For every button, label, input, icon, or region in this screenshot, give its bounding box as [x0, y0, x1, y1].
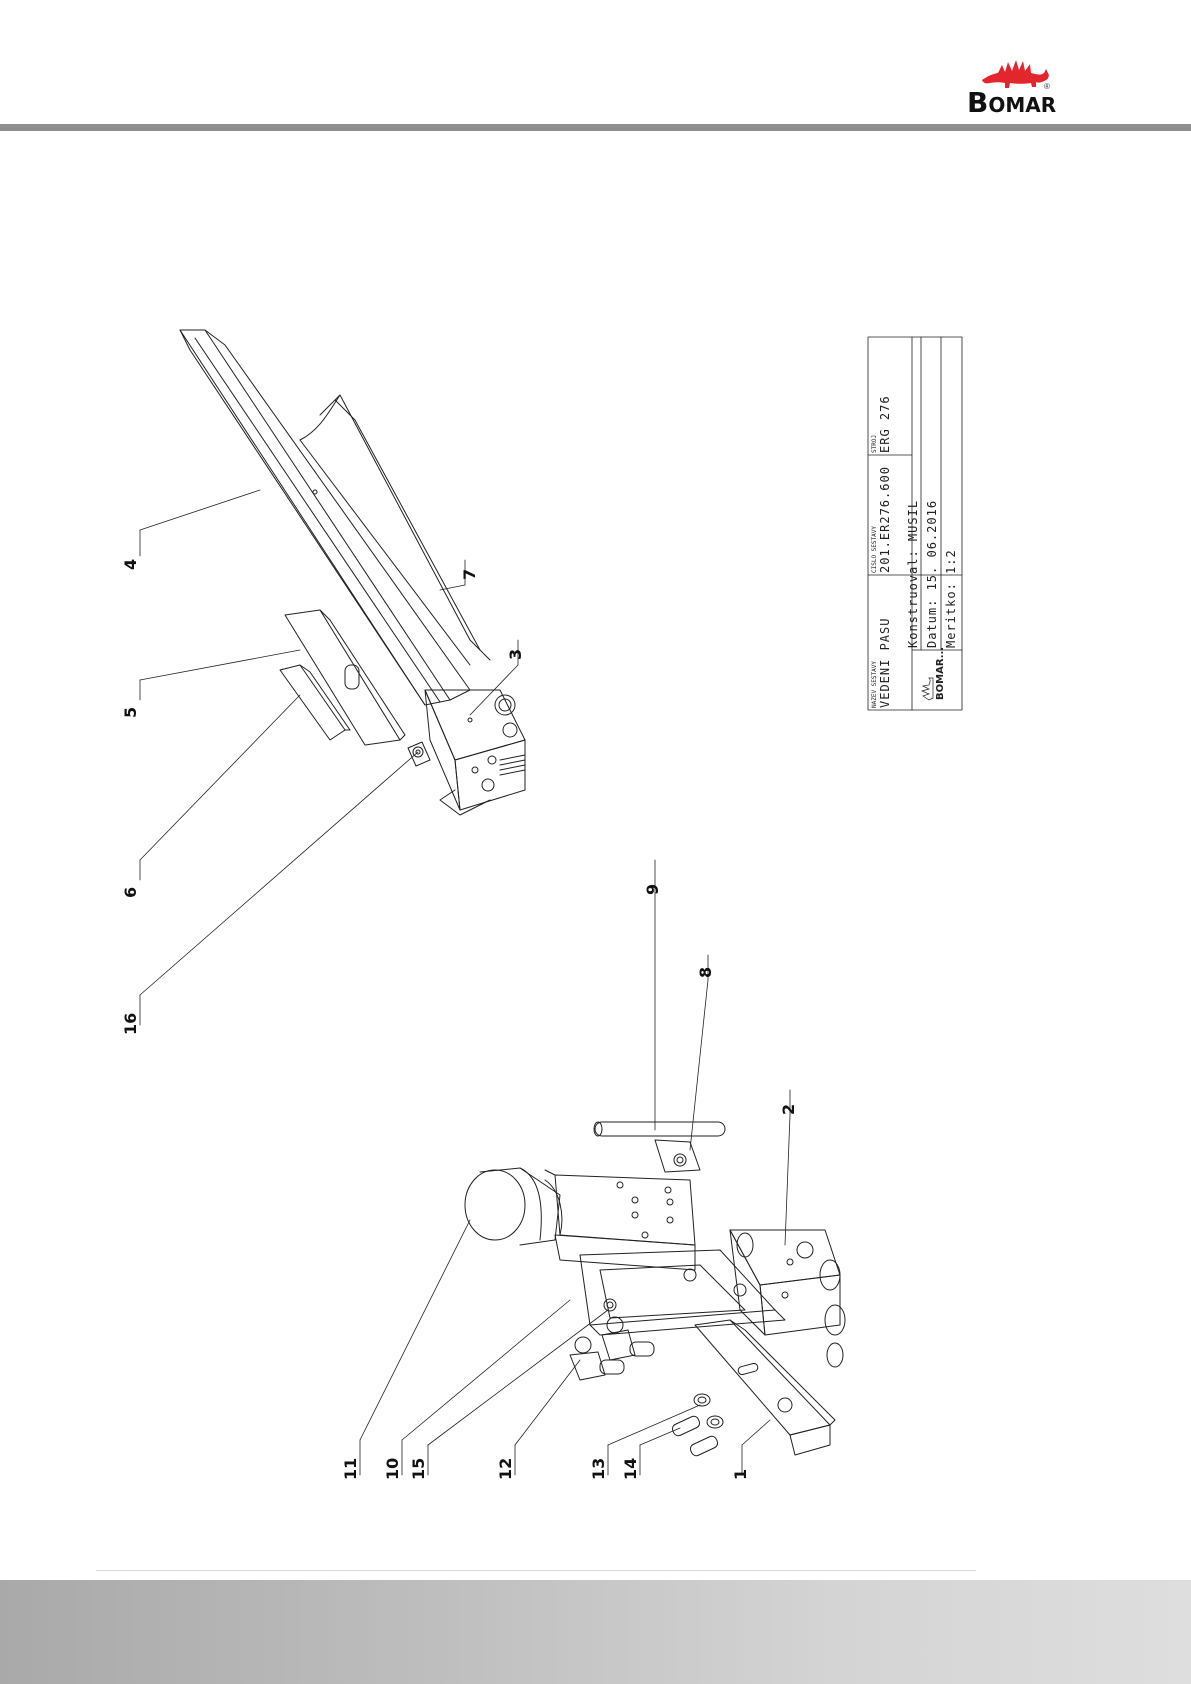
assembly-name-value: VEDENI PASU: [878, 618, 892, 708]
title-block-logo-text: BOMAR...: [935, 647, 946, 700]
callout-8: 8: [696, 967, 715, 978]
footer-band: [0, 1580, 1191, 1684]
designer-row: Konstruoval: MUSIL: [906, 500, 920, 648]
scale-row: Meritko: 1:2: [944, 549, 958, 648]
assembly-number-label: CISLO SESTAVY: [871, 526, 878, 573]
callout-9: 9: [643, 884, 662, 895]
callout-7: 7: [460, 569, 479, 580]
callout-10: 10: [383, 1458, 402, 1480]
assembly-name-label: NAZEV SESTAVY: [871, 661, 878, 708]
date-row: Datum: 15. 06.2016: [925, 500, 939, 648]
callout-3: 3: [506, 649, 525, 660]
callout-14: 14: [621, 1458, 640, 1480]
callout-6: 6: [121, 887, 140, 898]
stegosaurus-icon: [922, 678, 933, 700]
callout-4: 4: [121, 559, 140, 570]
callout-12: 12: [496, 1458, 515, 1480]
callout-numbers: 4 7 3 5 6 16 9 8 2 11 10 15 12 13 14 1: [121, 559, 798, 1480]
assembly-number-value: 201.ER276.600: [878, 466, 892, 573]
callout-11: 11: [341, 1458, 360, 1480]
callout-15: 15: [409, 1458, 428, 1480]
machine-value: ERG 276: [878, 395, 892, 453]
title-block: NAZEV SESTAVY VEDENI PASU CISLO SESTAVY …: [871, 395, 958, 708]
callout-2: 2: [779, 1104, 798, 1115]
footer-divider: [96, 1570, 976, 1571]
callout-13: 13: [589, 1458, 608, 1480]
title-block-logo: BOMAR...: [922, 647, 946, 700]
callout-5: 5: [121, 707, 140, 718]
callout-16: 16: [121, 1013, 140, 1035]
callout-1: 1: [731, 1469, 750, 1480]
machine-label: STROJ: [871, 435, 878, 453]
